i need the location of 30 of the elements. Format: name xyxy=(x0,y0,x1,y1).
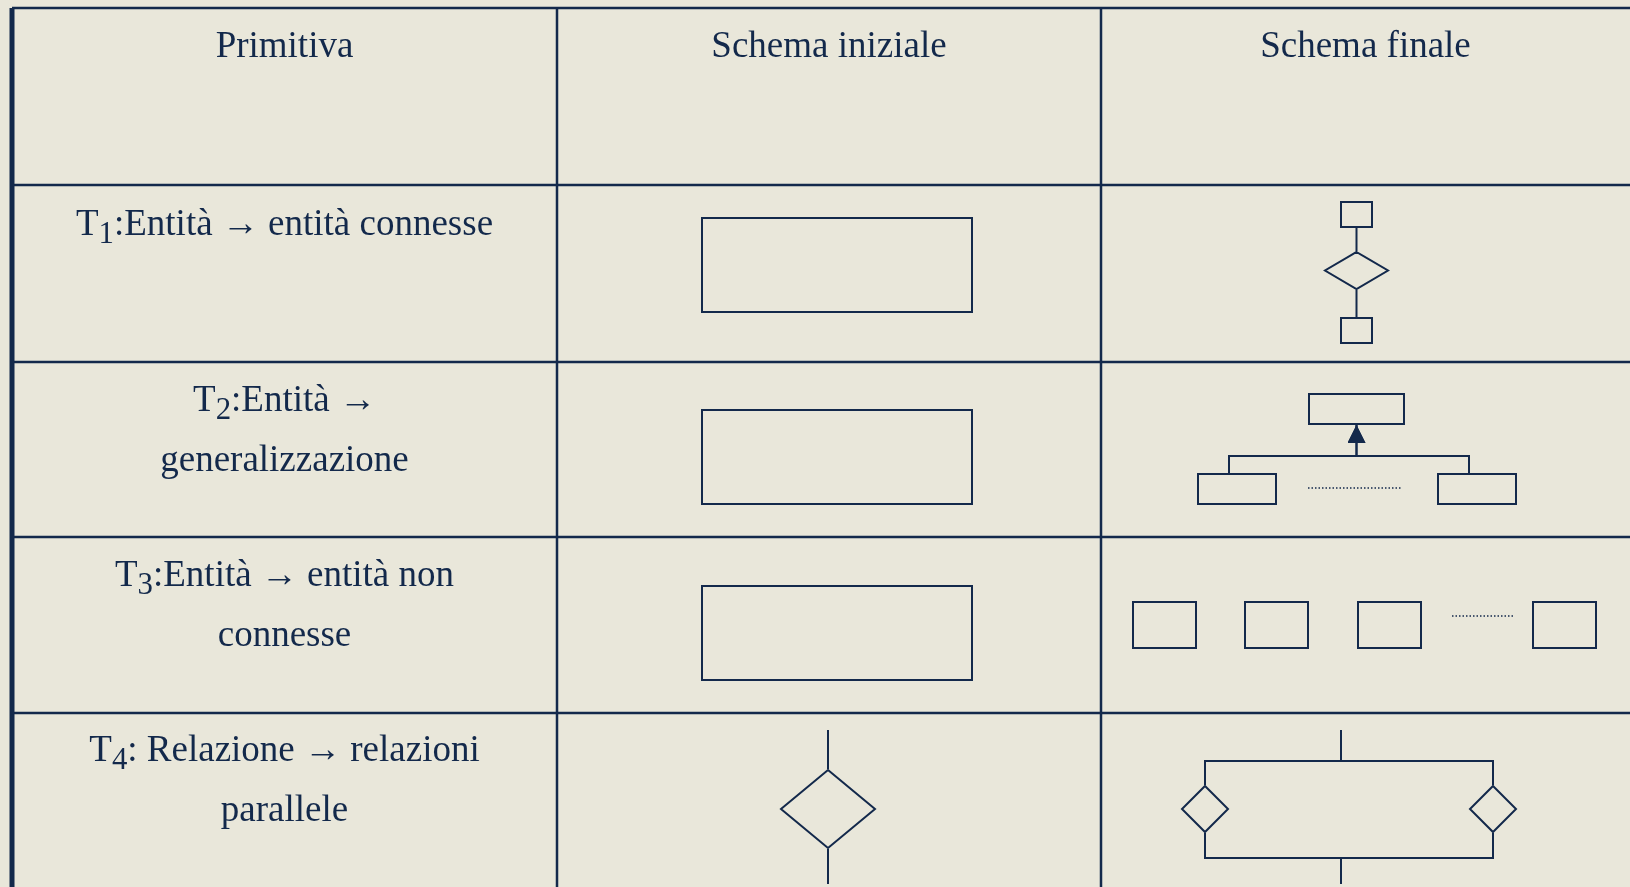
relationship-diamond xyxy=(1324,251,1389,290)
connector-line xyxy=(1340,832,1494,885)
entity-box xyxy=(701,585,973,681)
entity-box xyxy=(1244,601,1309,649)
entity-box xyxy=(1197,473,1277,505)
primitive-description: T$_{1}$:Entità → entità connesse xyxy=(75,201,494,253)
entity-box xyxy=(701,217,973,313)
relationship-diamond xyxy=(1181,785,1229,833)
relationship-diamond xyxy=(1469,785,1517,833)
primitive-description: T$_{3}$:Entità → entità non connesse xyxy=(113,552,456,657)
column-header: Primitiva xyxy=(215,23,354,67)
entity-box xyxy=(1308,393,1405,425)
entity-box xyxy=(1437,473,1517,505)
column-header: Schema finale xyxy=(1260,23,1471,67)
entity-box xyxy=(1132,601,1197,649)
generalization-arrow xyxy=(1347,424,1470,474)
entity-box xyxy=(1532,601,1597,649)
primitive-description: T$_{2}$:Entità → generalizzazione xyxy=(159,377,410,482)
entity-box xyxy=(701,409,973,505)
connector-line xyxy=(1340,729,1494,786)
entity-box xyxy=(1357,601,1422,649)
connector-line xyxy=(1355,227,1358,252)
relationship-diamond xyxy=(780,769,876,849)
primitive-description: T$_{4}$: Relazione → relazioni parallele xyxy=(88,727,481,832)
entity-box xyxy=(1340,317,1373,344)
connector-line xyxy=(1355,289,1358,318)
column-header: Schema iniziale xyxy=(711,23,947,67)
entity-box xyxy=(1340,201,1373,228)
connector-line xyxy=(827,729,829,770)
connector-line xyxy=(827,848,829,885)
